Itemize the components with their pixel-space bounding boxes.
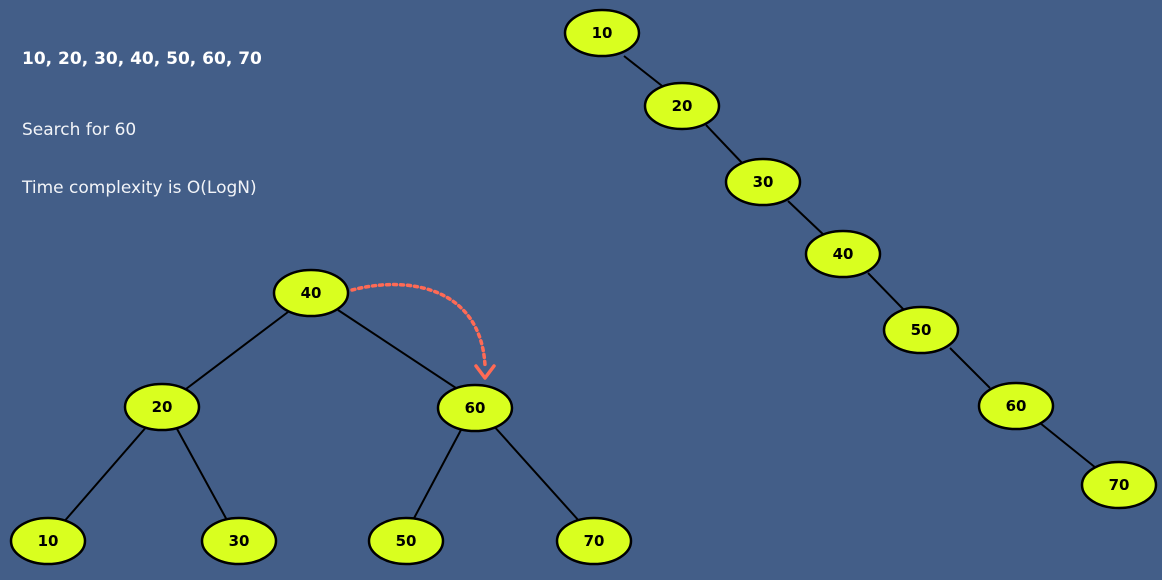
node-label: 60 xyxy=(1006,397,1027,415)
complexity-text: Time complexity is O(LogN) xyxy=(22,178,257,198)
search-text: Search for 60 xyxy=(22,120,137,140)
edge-30-40 xyxy=(787,200,827,238)
balanced-node-20: 20 xyxy=(123,382,201,432)
edge-10-20 xyxy=(623,55,667,90)
edge-60-70 xyxy=(1039,422,1097,469)
search-arrow-path xyxy=(350,282,487,367)
node-label: 60 xyxy=(465,399,486,417)
skewed-node-70: 70 xyxy=(1080,460,1158,510)
node-label: 50 xyxy=(911,321,932,339)
skewed-node-10: 10 xyxy=(563,8,641,58)
edge-60-50 xyxy=(411,427,463,523)
search-arrow xyxy=(350,282,496,380)
edge-60-70 xyxy=(491,423,581,523)
skewed-tree-nodes: 10 20 30 40 50 60 70 xyxy=(563,8,1158,510)
sequence-text: 10, 20, 30, 40, 50, 60, 70 xyxy=(22,49,262,69)
node-label: 40 xyxy=(301,284,322,302)
edge-40-20 xyxy=(181,311,289,393)
skewed-node-40: 40 xyxy=(804,229,882,279)
edge-20-10 xyxy=(61,424,149,525)
skewed-node-60: 60 xyxy=(977,381,1055,431)
balanced-node-10: 10 xyxy=(9,516,87,566)
skewed-node-30: 30 xyxy=(724,157,802,207)
node-label: 20 xyxy=(672,97,693,115)
balanced-node-70: 70 xyxy=(555,516,633,566)
skewed-node-20: 20 xyxy=(643,81,721,131)
edge-20-30 xyxy=(175,426,229,523)
balanced-node-40: 40 xyxy=(272,268,350,318)
node-label: 20 xyxy=(152,398,173,416)
node-label: 10 xyxy=(592,24,613,42)
node-label: 70 xyxy=(1109,476,1130,494)
edge-40-60 xyxy=(337,309,463,393)
node-label: 30 xyxy=(229,532,250,550)
balanced-tree-edges xyxy=(61,309,581,525)
node-label: 10 xyxy=(38,532,59,550)
skewed-node-50: 50 xyxy=(882,305,960,355)
balanced-node-30: 30 xyxy=(200,516,278,566)
edge-40-50 xyxy=(867,272,907,313)
edge-50-60 xyxy=(949,347,991,389)
node-label: 50 xyxy=(396,532,417,550)
edge-20-30 xyxy=(705,124,745,166)
search-arrowhead xyxy=(474,364,496,380)
balanced-node-50: 50 xyxy=(367,516,445,566)
balanced-tree-nodes: 40 20 60 10 30 50 70 xyxy=(9,268,633,566)
node-label: 40 xyxy=(833,245,854,263)
node-label: 70 xyxy=(584,532,605,550)
skewed-tree-edges xyxy=(623,55,1097,469)
node-label: 30 xyxy=(753,173,774,191)
balanced-node-60: 60 xyxy=(436,383,514,433)
